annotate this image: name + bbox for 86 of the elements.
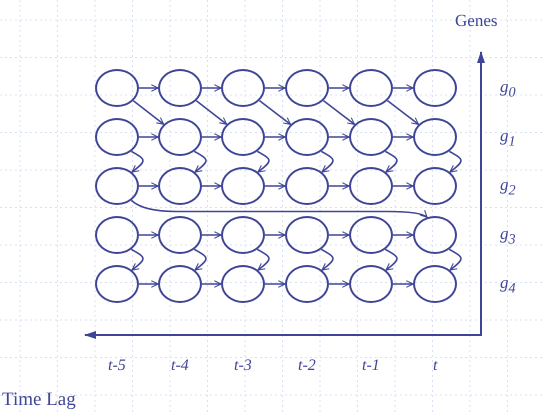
arrow: [139, 280, 159, 288]
ellipse-node: [349, 118, 393, 156]
ellipse-node: [158, 167, 202, 205]
ellipse-node: [95, 118, 139, 156]
arrow: [256, 150, 270, 173]
arrow: [320, 150, 334, 173]
arrow: [265, 133, 286, 141]
ellipse-node: [221, 216, 265, 254]
arrow: [202, 231, 222, 239]
ellipse-node: [158, 69, 202, 107]
gene-label: g$_{4}$: [500, 274, 516, 296]
arrow: [130, 200, 428, 218]
ellipse-node: [95, 216, 139, 254]
time-label: t-4: [171, 358, 189, 374]
arrow: [139, 231, 159, 239]
arrow: [329, 231, 350, 239]
arrow: [320, 248, 334, 271]
arrow: [202, 84, 222, 92]
ellipse-node: [285, 118, 329, 156]
arrow: [393, 133, 414, 141]
arrow: [329, 280, 350, 288]
arrow: [256, 248, 270, 271]
ellipse-node: [158, 216, 202, 254]
ellipse-node: [413, 69, 457, 107]
arrow: [265, 84, 286, 92]
arrow: [448, 248, 462, 271]
arrow: [329, 133, 350, 141]
arrow: [448, 150, 462, 173]
ellipse-node: [413, 118, 457, 156]
time-label: t-2: [298, 358, 316, 374]
time-label: t: [433, 358, 438, 374]
ellipse-node: [413, 167, 457, 205]
arrow: [130, 248, 144, 271]
arrow: [194, 150, 207, 173]
arrow: [139, 182, 159, 190]
arrow: [384, 150, 398, 173]
arrow: [139, 84, 159, 92]
arrow: [329, 182, 350, 190]
ellipse-node: [221, 69, 265, 107]
arrow: [384, 248, 398, 271]
arrow: [329, 84, 350, 92]
gene-label: g$_{1}$: [500, 127, 516, 149]
axis-title: Time Lag: [2, 390, 76, 409]
arrow: [139, 133, 159, 141]
arrow: [265, 280, 286, 288]
ellipse-node: [349, 167, 393, 205]
gene-label: g$_{3}$: [500, 225, 516, 247]
ellipse-node: [285, 265, 329, 303]
ellipse-node: [349, 265, 393, 303]
arrow: [258, 100, 292, 126]
ellipse-node: [221, 118, 265, 156]
axis-title: Genes: [455, 12, 498, 29]
arrow: [194, 248, 207, 271]
ellipse-node: [285, 216, 329, 254]
arrow: [265, 182, 286, 190]
ellipse-node: [349, 69, 393, 107]
arrow: [132, 100, 164, 125]
ellipse-node: [95, 265, 139, 303]
ellipse-node: [413, 216, 457, 254]
arrow: [393, 84, 414, 92]
ellipse-node: [158, 118, 202, 156]
arrow: [196, 100, 228, 125]
arrow: [130, 150, 144, 173]
gene-label: g$_{2}$: [500, 176, 516, 198]
arrow: [202, 182, 222, 190]
arrow: [322, 100, 356, 126]
ellipse-node: [221, 265, 265, 303]
ellipse-node: [349, 216, 393, 254]
arrow: [386, 100, 420, 126]
gene-label: g$_{0}$: [500, 78, 516, 100]
ellipse-node: [221, 167, 265, 205]
time-label: t-5: [108, 358, 126, 374]
arrow: [393, 182, 414, 190]
ellipse-node: [158, 265, 202, 303]
time-label: t-3: [234, 358, 252, 374]
ellipse-node: [413, 265, 457, 303]
arrow: [202, 133, 222, 141]
ellipse-node: [95, 69, 139, 107]
arrow: [393, 231, 414, 239]
ellipse-node: [95, 167, 139, 205]
time-label: t-1: [362, 358, 380, 374]
ellipse-node: [285, 69, 329, 107]
arrow: [202, 280, 222, 288]
ellipse-node: [285, 167, 329, 205]
arrow: [393, 280, 414, 288]
arrow: [265, 231, 286, 239]
